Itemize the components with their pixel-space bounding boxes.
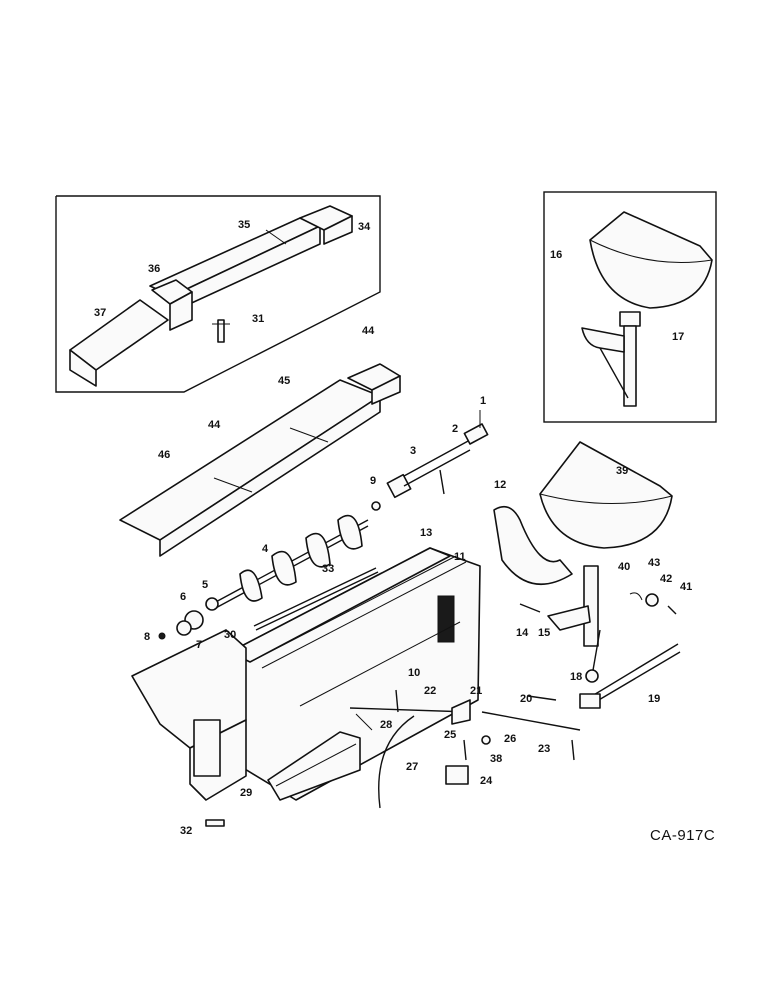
callout-45: 45 [278,375,290,387]
callout-8: 8 [144,631,150,643]
callout-5: 5 [202,579,208,591]
callout-2: 2 [452,423,458,435]
callout-11: 11 [454,551,466,563]
callout-32: 32 [180,825,192,837]
callout-26: 26 [504,733,516,745]
callout-42: 42 [660,573,672,585]
callout-33: 33 [322,563,334,575]
inset-tray-bracket [543,191,717,423]
main-assembly [119,363,681,827]
callout-7: 7 [196,639,202,651]
callout-40: 40 [618,561,630,573]
callout-20: 20 [520,693,532,705]
callout-17: 17 [672,331,684,343]
callout-19: 19 [648,693,660,705]
callout-22: 22 [424,685,436,697]
callout-27: 27 [406,761,418,773]
callout-39: 39 [616,465,628,477]
callout-37: 37 [94,307,106,319]
diagram-code: CA-917C [650,827,715,844]
callout-36: 36 [148,263,160,275]
callout-38: 38 [490,753,502,765]
callout-3: 3 [410,445,416,457]
callout-1: 1 [480,395,486,407]
callout-16: 16 [550,249,562,261]
callout-25: 25 [444,729,456,741]
callout-30: 30 [224,629,236,641]
callout-29: 29 [240,787,252,799]
callout-10: 10 [408,667,420,679]
callout-44-mid: 44 [208,419,221,431]
callout-12: 12 [494,479,506,491]
callout-34: 34 [358,221,371,233]
callout-44-top: 44 [362,325,375,337]
callout-15: 15 [538,627,550,639]
callout-23: 23 [538,743,550,755]
inset-cover-assembly [55,195,381,393]
callout-4: 4 [262,543,269,555]
callout-13: 13 [420,527,432,539]
callout-14: 14 [516,627,529,639]
callout-43: 43 [648,557,660,569]
callout-6: 6 [180,591,186,603]
callout-35: 35 [238,219,250,231]
callout-9: 9 [370,475,376,487]
callout-labels: 1 2 3 4 5 6 7 8 9 10 11 12 13 14 15 16 1… [94,219,692,837]
callout-46: 46 [158,449,170,461]
callout-21: 21 [470,685,482,697]
callout-28: 28 [380,719,392,731]
callout-18: 18 [570,671,582,683]
callout-41: 41 [680,581,692,593]
callout-31: 31 [252,313,264,325]
callout-24: 24 [480,775,493,787]
